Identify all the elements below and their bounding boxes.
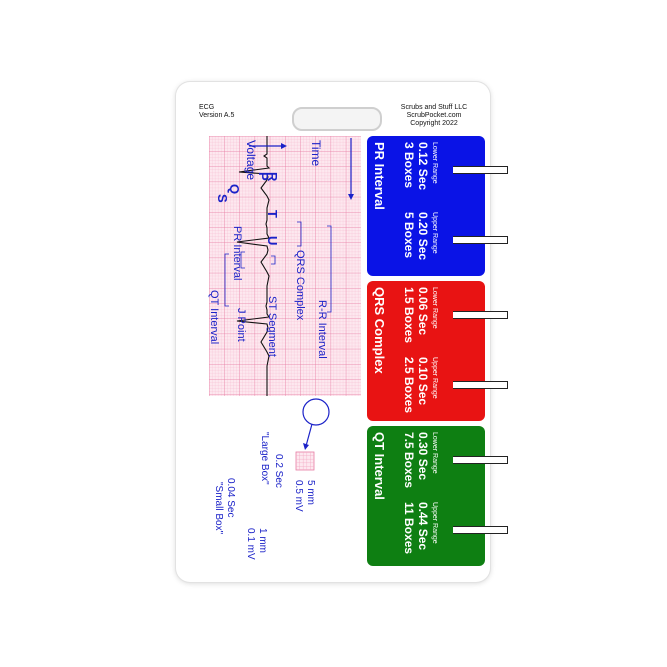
qt-interval-lower-seconds: 0.30 Sec [416, 432, 430, 481]
magnifier-circle-icon [302, 398, 330, 426]
wave-u-label: U [265, 236, 280, 246]
company-name: Scrubs and Stuff LLC [400, 104, 468, 111]
pr-interval-lower-seconds: 0.12 Sec [416, 142, 430, 191]
rr-bracket [327, 225, 332, 313]
wave-s-label: S [215, 194, 230, 203]
qrs-complex-upper-tab [453, 381, 508, 389]
qrs-complex-lower-seconds: 0.06 Sec [416, 287, 430, 336]
pr-interval-lower-boxes: 3 Boxes [402, 142, 416, 189]
ecg-grid [209, 136, 361, 396]
qt-interval-lower-tab [453, 456, 508, 464]
small-box-mm: 1 mm [257, 528, 268, 553]
large-box-mm: 5 mm [305, 480, 316, 505]
time-arrow-head-icon [348, 194, 354, 200]
qrs-complex-lower-tab [453, 311, 508, 319]
wave-p-label: P [256, 172, 271, 181]
qrs-complex-upper-boxes: 2.5 Boxes [402, 357, 416, 414]
pr-interval-name: PR Interval [372, 142, 387, 210]
st-bracket [271, 255, 276, 265]
qrs-complex-upper-seconds: 0.10 Sec [416, 357, 430, 406]
qt-interval-upper-title: Upper Range [431, 502, 438, 544]
large-box-mv: 0.5 mV [293, 480, 304, 512]
wave-t-label: T [265, 210, 280, 218]
wave-q-label: Q [227, 184, 242, 195]
qrs-complex-upper-title: Upper Range [431, 357, 438, 399]
qt-interval-lower-boxes: 7.5 Boxes [402, 432, 416, 489]
card-header-right: Scrubs and Stuff LLC ScrubPocket.com Cop… [374, 104, 494, 128]
magnifier-legend [295, 398, 330, 471]
qt-interval-upper-tab [453, 526, 508, 534]
badge-slot [292, 107, 382, 131]
small-box-time: 0.04 Sec [225, 478, 236, 518]
magnifier-pointer [305, 423, 313, 447]
qt-interval-upper-boxes: 11 Boxes [402, 502, 416, 555]
qt-interval-lower-title: Lower Range [431, 432, 438, 474]
pr-interval-upper-seconds: 0.20 Sec [416, 212, 430, 261]
card-header-left: ECG Version A.5 [199, 104, 234, 120]
pr-interval-lower-tab [453, 166, 508, 174]
pr-bracket [240, 251, 245, 269]
qrs-complex-lower-title: Lower Range [431, 287, 438, 329]
small-box-name: "Small Box" [213, 482, 224, 535]
qrs-complex-lower-boxes: 1.5 Boxes [402, 287, 416, 344]
small-box-mv: 0.1 mV [245, 528, 256, 560]
qrs-complex-label: QRS Complex [294, 250, 306, 321]
pr-interval-upper-tab [453, 236, 508, 244]
qt-interval-label: QT Interval [208, 290, 220, 345]
pr-interval-lower-title: Lower Range [431, 142, 438, 184]
pr-interval-upper-boxes: 5 Boxes [402, 212, 416, 259]
pr-interval-upper-title: Upper Range [431, 212, 438, 254]
time-label: Time [309, 140, 323, 167]
large-box-time: 0.2 Sec [273, 454, 284, 488]
qt-interval-name: QT Interval [372, 432, 387, 500]
ecg-trace [236, 136, 271, 396]
qrs-bracket [297, 221, 302, 247]
large-box-sample [295, 451, 315, 471]
copyright: Copyright 2022 [410, 120, 458, 127]
voltage-arrow-head-icon [281, 143, 287, 149]
qt-interval-upper-seconds: 0.44 Sec [416, 502, 430, 551]
pr-interval-label: PR Interval [231, 226, 243, 281]
qt-bracket [224, 253, 229, 307]
large-box-name: "Large Box" [259, 432, 270, 485]
st-segment-label: ST Segment [266, 296, 278, 357]
company-website: ScrubPocket.com [406, 112, 462, 119]
card-title: ECG [199, 104, 215, 111]
qrs-complex-name: QRS Complex [372, 287, 387, 374]
j-point-label: J Point [235, 308, 247, 342]
ecg-strip [209, 136, 361, 396]
ecg-reference-card: ECG Version A.5 Scrubs and Stuff LLC Scr… [176, 82, 508, 582]
rr-interval-label: R-R Interval [316, 300, 328, 359]
card-version: Version A.5 [199, 112, 235, 119]
magnifier-arrow-head-icon [303, 443, 309, 450]
